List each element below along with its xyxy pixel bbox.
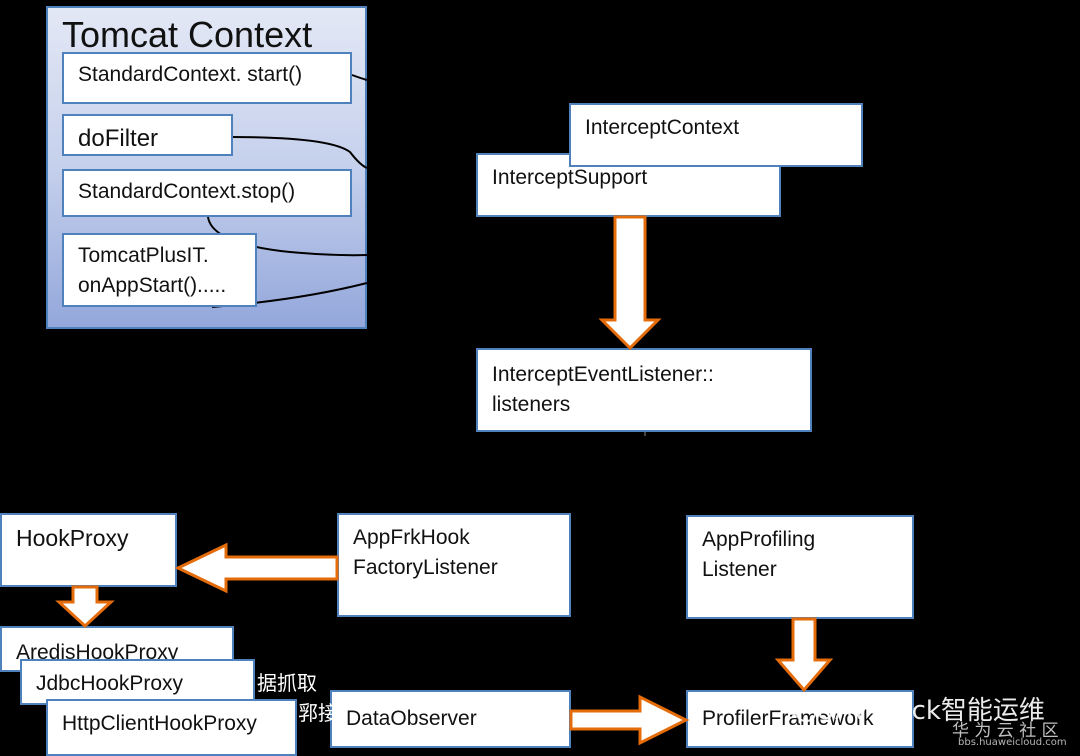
connector-stop bbox=[207, 216, 368, 257]
standardcontext-start-box: StandardContext. start() bbox=[62, 52, 352, 104]
jdbchookproxy-box: JdbcHookProxy bbox=[20, 659, 255, 705]
connector-start bbox=[351, 74, 368, 81]
tomcat-context-title: Tomcat Context bbox=[62, 14, 313, 55]
arrow-appprofiling-to-framework bbox=[774, 617, 834, 693]
tomcatplusit-box: TomcatPlusIT. onAppStart()..... bbox=[62, 233, 257, 307]
appprofiling-listener-box: AppProfiling Listener bbox=[686, 515, 914, 619]
standardcontext-stop-box: StandardContext.stop() bbox=[62, 169, 352, 217]
watermark-url: bbs.huaweicloud.com bbox=[958, 737, 1067, 748]
wechat-icon bbox=[782, 695, 816, 722]
arrow-support-to-listener bbox=[598, 215, 662, 351]
arrow-appfrk-to-hookproxy bbox=[174, 542, 339, 594]
arrow-hookproxy-to-aredis bbox=[55, 585, 115, 629]
intercepteventlistener-box: InterceptEventListener:: listeners bbox=[476, 348, 812, 432]
arrow-dataobserver-to-framework bbox=[569, 694, 690, 746]
appfrkhook-factorylistener-box: AppFrkHook FactoryListener bbox=[337, 513, 571, 617]
hookproxy-box: HookProxy bbox=[0, 513, 177, 587]
connector-dofilter bbox=[231, 136, 368, 169]
dofilter-box: doFilter bbox=[62, 114, 233, 156]
dataobserver-box: DataObserver bbox=[330, 690, 571, 748]
overlay-text-fragment-1: 据抓取 bbox=[257, 671, 317, 695]
httpclienthookproxy-box: HttpClientHookProxy bbox=[46, 699, 297, 756]
overlay-text-fragment-2: 郛接 bbox=[298, 701, 338, 725]
profilerframework-box: ProfilerFramework bbox=[686, 690, 914, 748]
watermark-site: 华 为 云 社 区 bbox=[952, 721, 1059, 741]
interceptcontext-box: InterceptContext bbox=[569, 103, 863, 167]
watermark-brand: UAVStack智能运维 bbox=[816, 696, 1045, 726]
